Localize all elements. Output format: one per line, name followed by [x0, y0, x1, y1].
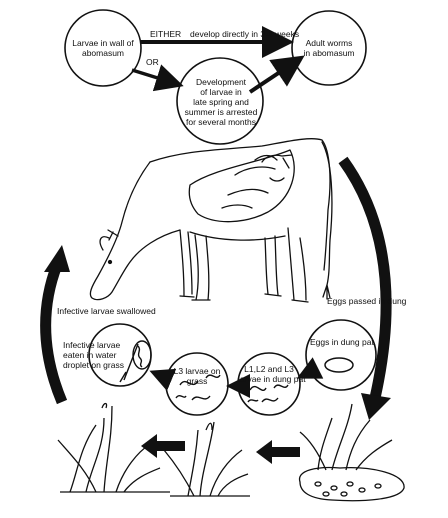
- arrow-eggs-to-pat: [296, 357, 324, 379]
- edge-either-label: EITHER: [150, 29, 182, 39]
- node-larvae-wall-label: Larvae in wall of abomasum: [72, 38, 134, 58]
- arrow-swallowed: [40, 263, 68, 405]
- grass-middle: [163, 421, 250, 497]
- grass-right-dung-pat: [299, 403, 405, 502]
- larvae-squiggles-pat: [247, 384, 289, 403]
- node-adult-worms-label: Adult worms in abomasum: [303, 38, 355, 58]
- edge-direct-label: develop directly in 3-4 weeks: [190, 29, 300, 39]
- edge-swallowed-label: Infective larvae swallowed: [57, 306, 156, 316]
- node-arrested-label: Development of larvae in late spring and…: [184, 77, 258, 127]
- arrow-arrested-to-adult: [248, 55, 305, 94]
- droplet-larvae-drawing: [119, 340, 152, 383]
- arrow-eggs-passed: [338, 156, 392, 400]
- cow-illustration: [89, 138, 333, 303]
- arrow-eggs-passed-head: [361, 393, 391, 420]
- larvae-squiggles-l3: [175, 374, 221, 401]
- edge-or-label: OR: [146, 57, 159, 67]
- node-arrested-circle: [176, 57, 264, 145]
- arrow-swallowed-head: [44, 245, 70, 272]
- edge-eggs-passed-label: Eggs passed in dung: [327, 296, 407, 306]
- egg-icon: [324, 357, 354, 373]
- node-droplet-label: Infective larvae eaten in water droplet …: [63, 340, 124, 370]
- node-larvae-pat-circle: [237, 352, 301, 416]
- grass-left: [57, 402, 170, 493]
- node-larvae-wall-circle: [64, 9, 142, 87]
- node-eggs-pat-label: Eggs in dung pat: [310, 337, 374, 347]
- node-larvae-pat-label: L1,L2 and L3 larvae in dung pat: [238, 364, 306, 384]
- bottom-arrow-middle-to-left: [141, 434, 185, 458]
- node-eggs-pat-circle: [305, 319, 377, 391]
- arrow-or: [131, 64, 184, 92]
- bottom-arrow-right-to-middle: [256, 440, 300, 464]
- arrow-grass-to-droplet: [149, 368, 177, 391]
- node-l3-grass-label: L3 larvae on grass: [173, 366, 221, 386]
